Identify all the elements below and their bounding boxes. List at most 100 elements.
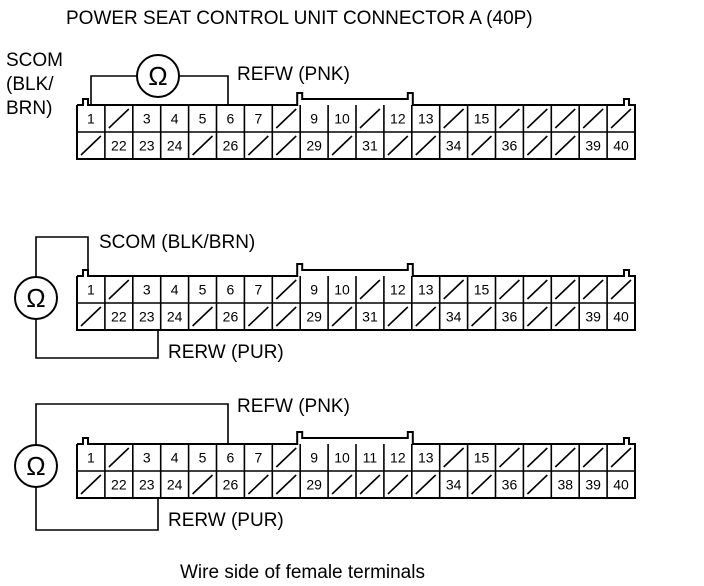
terminal-12: 12 bbox=[390, 282, 406, 298]
terminal-26: 26 bbox=[223, 138, 239, 154]
terminal-6: 6 bbox=[227, 450, 235, 466]
terminal-29: 29 bbox=[306, 477, 322, 493]
terminal-1: 1 bbox=[87, 282, 95, 298]
empty-cavity-slash bbox=[554, 279, 576, 300]
terminal-13: 13 bbox=[418, 111, 434, 127]
empty-cavity-slash bbox=[582, 279, 604, 300]
empty-cavity-slash bbox=[387, 474, 409, 495]
empty-cavity-slash bbox=[80, 474, 102, 495]
diagram-title: POWER SEAT CONTROL UNIT CONNECTOR A (40P… bbox=[66, 8, 533, 29]
empty-cavity-slash bbox=[108, 108, 130, 129]
empty-cavity-slash bbox=[610, 447, 632, 468]
empty-cavity-slash bbox=[498, 447, 520, 468]
empty-cavity-slash bbox=[443, 108, 465, 129]
empty-cavity-slash bbox=[526, 135, 548, 156]
empty-cavity-slash bbox=[331, 135, 353, 156]
empty-cavity-slash bbox=[554, 447, 576, 468]
terminal-31: 31 bbox=[362, 138, 378, 154]
refw-label-1: REFW (PNK) bbox=[237, 64, 350, 85]
refw-label-3: REFW (PNK) bbox=[237, 396, 350, 417]
empty-cavity-slash bbox=[526, 447, 548, 468]
probe-wire-refw-3 bbox=[35, 403, 229, 445]
terminal-7: 7 bbox=[254, 450, 262, 466]
terminal-6: 6 bbox=[227, 111, 235, 127]
scom-label-line3: BRN) bbox=[6, 98, 52, 119]
empty-cavity-slash bbox=[275, 108, 297, 129]
empty-cavity-slash bbox=[387, 135, 409, 156]
empty-cavity-slash bbox=[610, 108, 632, 129]
terminal-13: 13 bbox=[418, 282, 434, 298]
terminal-6: 6 bbox=[227, 282, 235, 298]
terminal-26: 26 bbox=[223, 309, 239, 325]
empty-cavity-slash bbox=[192, 135, 214, 156]
terminal-40: 40 bbox=[613, 309, 629, 325]
terminal-1: 1 bbox=[87, 111, 95, 127]
terminal-9: 9 bbox=[310, 282, 318, 298]
terminal-3: 3 bbox=[143, 282, 151, 298]
terminal-36: 36 bbox=[502, 138, 518, 154]
terminal-5: 5 bbox=[199, 111, 207, 127]
terminal-15: 15 bbox=[474, 282, 490, 298]
terminal-31: 31 bbox=[362, 309, 378, 325]
empty-cavity-slash bbox=[554, 135, 576, 156]
empty-cavity-slash bbox=[80, 135, 102, 156]
empty-cavity-slash bbox=[108, 279, 130, 300]
terminal-24: 24 bbox=[167, 309, 183, 325]
terminal-24: 24 bbox=[167, 138, 183, 154]
empty-cavity-slash bbox=[582, 108, 604, 129]
empty-cavity-slash bbox=[359, 474, 381, 495]
empty-cavity-slash bbox=[610, 279, 632, 300]
terminal-23: 23 bbox=[139, 309, 155, 325]
terminal-7: 7 bbox=[254, 111, 262, 127]
terminal-22: 22 bbox=[111, 138, 127, 154]
caption: Wire side of female terminals bbox=[180, 562, 425, 583]
terminal-22: 22 bbox=[111, 309, 127, 325]
terminal-5: 5 bbox=[199, 450, 207, 466]
terminal-10: 10 bbox=[334, 450, 350, 466]
empty-cavity-slash bbox=[498, 108, 520, 129]
empty-cavity-slash bbox=[108, 447, 130, 468]
terminal-13: 13 bbox=[418, 450, 434, 466]
probe-wire-refw-1 bbox=[179, 75, 229, 105]
scom-label-line1: SCOM bbox=[6, 50, 63, 71]
rerw-label-3: RERW (PUR) bbox=[168, 510, 284, 531]
terminal-22: 22 bbox=[111, 477, 127, 493]
ohm-symbol: Ω bbox=[26, 451, 45, 481]
empty-cavity-slash bbox=[526, 108, 548, 129]
scom-label-2: SCOM (BLK/BRN) bbox=[99, 232, 255, 253]
terminal-1: 1 bbox=[87, 450, 95, 466]
terminal-34: 34 bbox=[446, 309, 462, 325]
empty-cavity-slash bbox=[554, 108, 576, 129]
terminal-39: 39 bbox=[585, 477, 601, 493]
terminal-36: 36 bbox=[502, 477, 518, 493]
terminal-12: 12 bbox=[390, 111, 406, 127]
probe-wire-scom-2 bbox=[35, 236, 89, 277]
terminal-24: 24 bbox=[167, 477, 183, 493]
terminal-4: 4 bbox=[171, 450, 179, 466]
empty-cavity-slash bbox=[554, 306, 576, 327]
empty-cavity-slash bbox=[192, 306, 214, 327]
empty-cavity-slash bbox=[247, 135, 269, 156]
empty-cavity-slash bbox=[471, 135, 493, 156]
empty-cavity-slash bbox=[582, 447, 604, 468]
terminal-5: 5 bbox=[199, 282, 207, 298]
terminal-40: 40 bbox=[613, 477, 629, 493]
empty-cavity-slash bbox=[359, 108, 381, 129]
empty-cavity-slash bbox=[80, 306, 102, 327]
empty-cavity-slash bbox=[275, 306, 297, 327]
terminal-4: 4 bbox=[171, 282, 179, 298]
empty-cavity-slash bbox=[443, 447, 465, 468]
empty-cavity-slash bbox=[526, 306, 548, 327]
ohm-symbol: Ω bbox=[26, 283, 45, 313]
empty-cavity-slash bbox=[247, 306, 269, 327]
terminal-9: 9 bbox=[310, 111, 318, 127]
empty-cavity-slash bbox=[275, 135, 297, 156]
empty-cavity-slash bbox=[275, 447, 297, 468]
ohm-symbol: Ω bbox=[148, 61, 167, 91]
terminal-36: 36 bbox=[502, 309, 518, 325]
empty-cavity-slash bbox=[415, 474, 437, 495]
connector-outline bbox=[76, 431, 636, 499]
terminal-26: 26 bbox=[223, 477, 239, 493]
terminal-10: 10 bbox=[334, 111, 350, 127]
empty-cavity-slash bbox=[387, 306, 409, 327]
